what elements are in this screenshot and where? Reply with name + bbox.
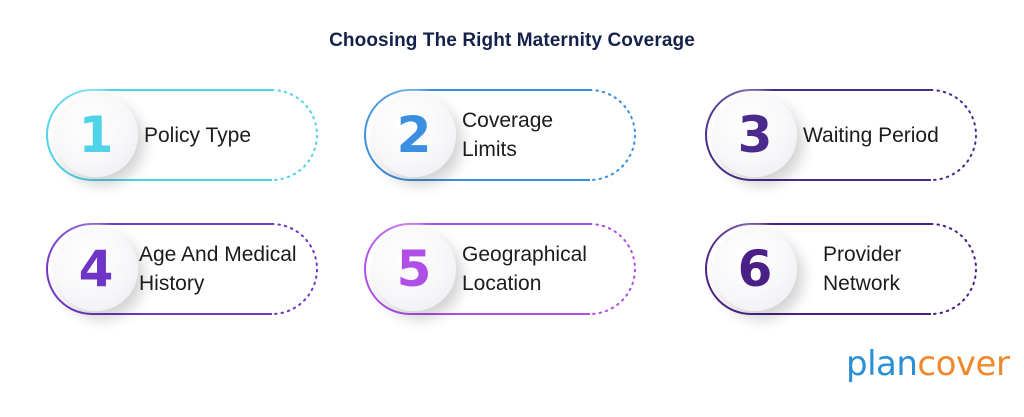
logo-part-plan: plan <box>846 344 918 384</box>
step-number: 1 <box>78 106 114 164</box>
page-title: Choosing The Right Maternity Coverage <box>329 30 695 51</box>
step-number-circle: 2 <box>372 93 456 177</box>
step-label: Geographical Location <box>462 223 622 315</box>
card-frame <box>364 89 636 181</box>
step-number: 5 <box>396 240 432 298</box>
card-frame <box>364 223 636 315</box>
step-card-1: 1 Policy Type <box>46 89 326 181</box>
card-frame <box>46 89 318 181</box>
step-number: 2 <box>396 106 432 164</box>
step-number: 3 <box>737 106 773 164</box>
step-label-text: Coverage Limits <box>462 109 554 161</box>
step-label-text: Provider Network <box>823 243 902 295</box>
step-number-circle: 4 <box>54 227 138 311</box>
card-frame <box>46 223 318 315</box>
step-label: Provider Network <box>823 223 933 315</box>
step-card-6: 6 Provider Network <box>705 223 985 315</box>
step-label: Policy Type <box>144 89 316 181</box>
step-label-text: Age And Medical History <box>139 243 297 295</box>
step-label-text: Geographical Location <box>462 243 587 295</box>
step-card-3: 3 Waiting Period <box>705 89 985 181</box>
step-label: Coverage Limits <box>462 89 582 181</box>
step-label: Waiting Period <box>803 89 975 181</box>
step-number: 6 <box>737 240 773 298</box>
card-frame <box>705 223 977 315</box>
step-number-circle: 6 <box>713 227 797 311</box>
step-number: 4 <box>78 240 114 298</box>
step-number-circle: 3 <box>713 93 797 177</box>
logo-part-cover: cover <box>917 344 1010 384</box>
step-label-text: Policy Type <box>144 123 251 147</box>
step-number-circle: 1 <box>54 93 138 177</box>
step-label-text: Waiting Period <box>803 123 939 147</box>
step-number-circle: 5 <box>372 227 456 311</box>
step-card-5: 5 Geographical Location <box>364 223 644 315</box>
step-label: Age And Medical History <box>139 223 319 315</box>
step-card-2: 2 Coverage Limits <box>364 89 644 181</box>
step-card-4: 4 Age And Medical History <box>46 223 326 315</box>
plancover-logo: plancover <box>846 344 1010 384</box>
card-frame <box>705 89 977 181</box>
